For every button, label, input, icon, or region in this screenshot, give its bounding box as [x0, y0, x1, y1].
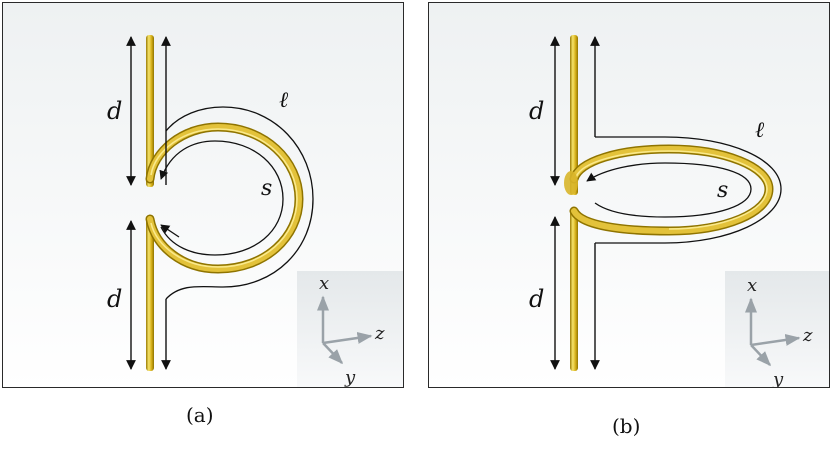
wire	[145, 35, 304, 371]
s-label: s	[261, 176, 272, 201]
wire-top-segment	[570, 35, 578, 195]
panel-a-diagram: x z y d d ℓ s	[3, 3, 403, 388]
x-axis-label: x	[319, 273, 329, 294]
panel-b: x z y d d ℓ s	[428, 2, 830, 388]
d-bottom-label: d	[529, 285, 544, 313]
wire-top-segment	[146, 35, 154, 187]
ell-label: ℓ	[755, 118, 765, 143]
s-label: s	[717, 178, 728, 203]
ell-contour	[165, 106, 314, 300]
axes-box	[297, 271, 403, 387]
s-start-arrow	[160, 224, 180, 238]
y-axis-label: y	[772, 369, 784, 388]
wire-bottom-segment	[570, 211, 578, 371]
wire-bottom-segment	[146, 219, 154, 371]
ell-contour	[595, 136, 782, 244]
y-axis-label: y	[344, 367, 356, 388]
axes-box	[725, 271, 829, 387]
d-top-label: d	[529, 97, 544, 125]
caption-a: (a)	[186, 403, 214, 427]
s-path-arrow	[586, 162, 752, 218]
s-path-arrow	[159, 140, 284, 256]
d-bottom-label: d	[107, 285, 122, 313]
wire-bend	[564, 171, 578, 195]
d-top-label: d	[107, 97, 122, 125]
x-axis-label: x	[747, 275, 757, 296]
axes-triad	[317, 295, 373, 365]
panel-a: x z y d d ℓ s	[2, 2, 404, 388]
caption-b: (b)	[612, 414, 641, 438]
axes-triad	[745, 297, 801, 367]
z-axis-label: z	[374, 323, 385, 344]
wire	[564, 35, 774, 371]
panel-b-diagram: x z y d d ℓ s	[429, 3, 829, 388]
ell-label: ℓ	[279, 88, 289, 113]
z-axis-label: z	[802, 325, 813, 346]
